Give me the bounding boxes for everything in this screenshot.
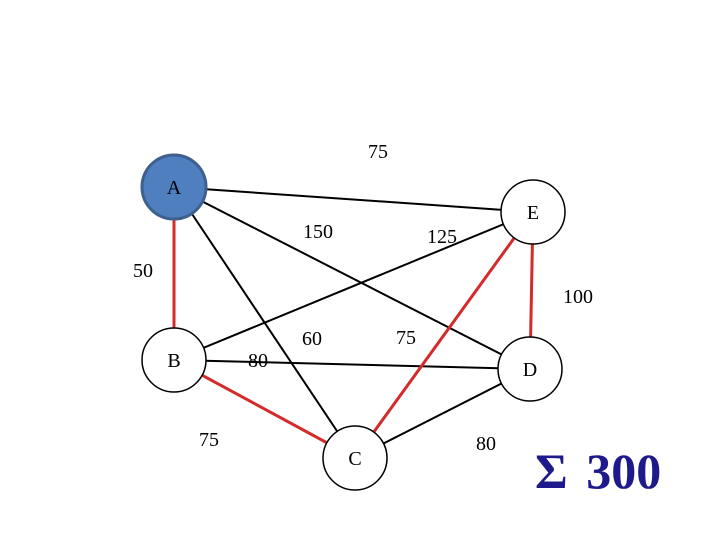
edge-weight-c-d: 80 <box>476 433 496 455</box>
edge-weight-a-e: 75 <box>368 141 388 163</box>
edge-weight-a-c: 60 <box>302 328 322 350</box>
edge-weight-e-d: 100 <box>563 286 593 308</box>
node-label-e: E <box>527 202 539 224</box>
node-circle-d <box>497 336 563 402</box>
node-e: E <box>500 179 566 245</box>
node-circle-e <box>500 179 566 245</box>
total-weight-label: Σ 300 <box>535 443 661 499</box>
node-circle-c <box>322 425 388 491</box>
nodes-layer: A B C D E <box>140 153 566 491</box>
edge-weight-b-c: 75 <box>199 429 219 451</box>
node-a: A <box>140 153 208 221</box>
node-label-a: A <box>167 177 182 199</box>
edge-a-e <box>173 186 534 213</box>
edge-b-c <box>173 358 356 460</box>
total-value: 300 <box>586 443 661 499</box>
edge-weight-b-e: 125 <box>427 226 457 248</box>
sum-symbol: Σ <box>535 443 568 499</box>
node-label-c: C <box>348 448 361 470</box>
node-label-b: B <box>167 350 180 372</box>
edge-weight-c-e: 75 <box>396 327 416 349</box>
edge-weights-layer: 75 150 50 60 125 80 75 75 80 100 <box>133 141 593 455</box>
node-circle-b <box>141 327 207 393</box>
node-b: B <box>141 327 207 393</box>
edge-weight-a-d: 150 <box>303 221 333 243</box>
edge-weight-b-d: 80 <box>248 350 268 372</box>
node-label-d: D <box>523 359 537 381</box>
edge-c-e <box>353 211 535 459</box>
edge-weight-a-b: 50 <box>133 260 153 282</box>
edges-layer <box>172 186 535 460</box>
node-d: D <box>497 336 563 402</box>
node-circle-a <box>140 153 208 221</box>
edge-b-d <box>173 359 531 370</box>
edge-b-e <box>173 211 534 361</box>
edge-a-d <box>173 186 531 370</box>
node-c: C <box>322 425 388 491</box>
